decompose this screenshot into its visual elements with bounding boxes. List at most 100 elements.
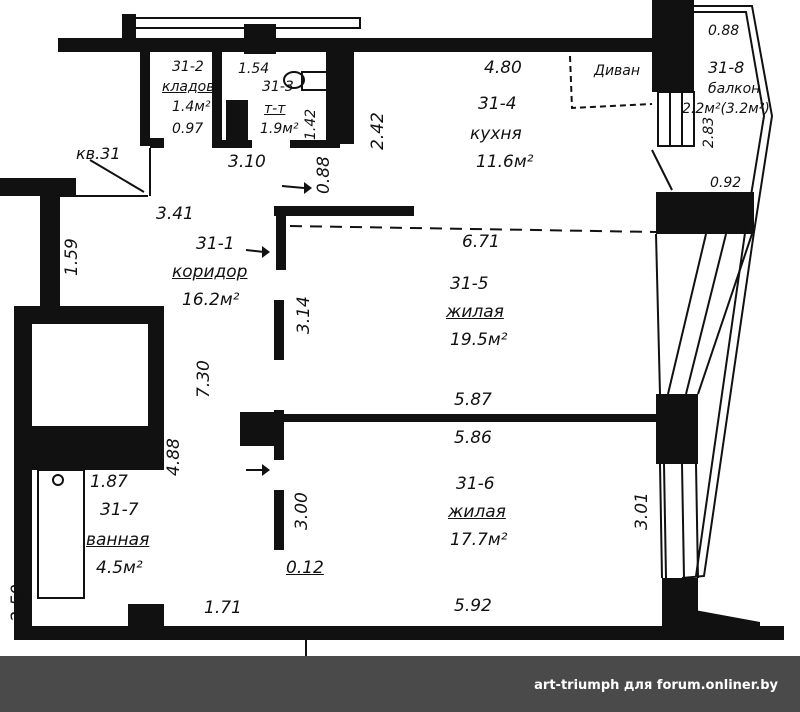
toilet-bowl bbox=[283, 71, 305, 89]
balcony-window-frame bbox=[657, 91, 695, 147]
wall-top-stub bbox=[129, 17, 361, 29]
dim-3-14: 3.14 bbox=[294, 296, 314, 334]
dim-3-00: 3.00 bbox=[292, 492, 312, 530]
dim-5-92: 5.92 bbox=[454, 596, 492, 616]
dim-1-71: 1.71 bbox=[204, 598, 242, 618]
dim-5-86: 5.86 bbox=[454, 428, 492, 448]
room5-right-line bbox=[655, 233, 661, 395]
wall-wc-bottom bbox=[212, 140, 252, 148]
dim-4-88: 4.88 bbox=[164, 438, 184, 476]
wall-entry-left bbox=[40, 178, 60, 310]
bathtub-drain bbox=[52, 474, 64, 486]
room-31-6-id: 31-6 bbox=[456, 474, 495, 494]
wall-bath-bottom-block bbox=[128, 604, 164, 628]
room-31-4-id: 31-4 bbox=[478, 94, 517, 114]
wall-partition-vertical-3 bbox=[274, 410, 284, 460]
door-arrow-1-shaft bbox=[281, 185, 305, 189]
wall-bath-mid bbox=[14, 426, 164, 470]
balcony-outline bbox=[681, 5, 774, 579]
wall-top bbox=[58, 38, 658, 52]
sofa-label: Диван bbox=[594, 63, 641, 79]
floor-plan bbox=[0, 0, 784, 656]
dim-1-42: 1.42 bbox=[303, 108, 319, 140]
dim-1-54: 1.54 bbox=[238, 61, 270, 77]
wall-pantry-right bbox=[212, 50, 222, 146]
door-arrow-3-head bbox=[262, 464, 270, 476]
wall-wc-right bbox=[326, 50, 354, 144]
apartment-label-leader bbox=[89, 159, 145, 193]
wall-pantry-left bbox=[140, 50, 150, 146]
room-31-2-area: 1.4м² bbox=[172, 99, 211, 115]
room-31-5-id: 31-5 bbox=[450, 274, 489, 294]
balcony-inner bbox=[694, 11, 766, 577]
room-31-7-area: 4.5м² bbox=[96, 558, 143, 578]
wall-column-mid bbox=[240, 412, 274, 446]
facade-line-1 bbox=[667, 233, 707, 395]
door-line-kitchen bbox=[289, 225, 657, 233]
facade-line-4 bbox=[663, 463, 667, 579]
wall-bath-top bbox=[14, 306, 164, 324]
dim-2-42: 2.42 bbox=[368, 112, 388, 150]
room-31-5-area: 19.5м² bbox=[450, 330, 508, 350]
door-arrow-2-head bbox=[262, 246, 270, 258]
room-31-7-name: ванная bbox=[86, 530, 150, 550]
dim-1-59: 1.59 bbox=[62, 238, 82, 276]
room-31-3-name: т-т bbox=[264, 101, 286, 117]
room-31-1-name: коридор bbox=[172, 262, 248, 282]
facade-line-6 bbox=[695, 463, 699, 579]
wall-column-right-1 bbox=[656, 192, 754, 234]
room-31-2-id: 31-2 bbox=[172, 59, 204, 75]
room-31-2-name: кладов. bbox=[162, 79, 219, 95]
room-31-3-id: 31-3 bbox=[262, 79, 294, 95]
facade-line-2 bbox=[685, 233, 727, 395]
wall-column-right-2 bbox=[656, 394, 698, 464]
door-arrow-2-shaft bbox=[245, 249, 265, 253]
room-31-8-name: балкон bbox=[708, 81, 761, 97]
dim-6-71: 6.71 bbox=[462, 232, 500, 252]
room-31-4-name: кухня bbox=[470, 124, 522, 144]
dim-0-12: 0.12 bbox=[286, 558, 324, 578]
dim-1-87: 1.87 bbox=[90, 472, 128, 492]
room-31-8-area: 2.2м²(3.2м²) bbox=[682, 101, 770, 117]
door-arrow-heads bbox=[262, 182, 312, 476]
room-31-7-id: 31-7 bbox=[100, 500, 139, 520]
balcony-divider bbox=[651, 149, 673, 191]
footer-bar: art-triumph для forum.onliner.by bbox=[0, 656, 800, 712]
room-31-3-area: 1.9м² bbox=[260, 121, 299, 137]
dim-0-88-top: 0.88 bbox=[708, 23, 740, 39]
dim-2-83: 2.83 bbox=[701, 116, 717, 148]
sofa-outline bbox=[569, 55, 653, 110]
footer-credit: art-triumph для forum.onliner.by bbox=[534, 678, 778, 693]
wall-room-divider bbox=[280, 414, 660, 422]
dim-3-01: 3.01 bbox=[632, 492, 652, 530]
wall-partition-vertical-4 bbox=[274, 490, 284, 550]
wall-wc-block bbox=[226, 100, 248, 140]
room-31-5-name: жилая bbox=[446, 302, 504, 322]
facade-line-5 bbox=[681, 463, 685, 579]
wall-bottom bbox=[14, 626, 784, 640]
dim-5-87: 5.87 bbox=[454, 390, 492, 410]
room-31-6-area: 17.7м² bbox=[450, 530, 508, 550]
dim-0-92: 0.92 bbox=[710, 175, 742, 191]
dim-2-50: 2.50 bbox=[8, 584, 28, 622]
dim-0-88-mid: 0.88 bbox=[314, 156, 334, 194]
room-31-1-id: 31-1 bbox=[196, 234, 235, 254]
dim-3-41: 3.41 bbox=[156, 204, 194, 224]
dim-4-80: 4.80 bbox=[484, 58, 522, 78]
wall-bath-left bbox=[14, 306, 32, 636]
wall-column-top-left bbox=[122, 14, 136, 52]
wall-kitchen-bottom bbox=[274, 206, 414, 216]
wall-column-top-right bbox=[652, 0, 694, 92]
dim-7-30: 7.30 bbox=[194, 360, 214, 398]
door-arrow-1-head bbox=[304, 182, 312, 194]
wall-partition-vertical-1 bbox=[276, 206, 286, 270]
dim-0-97: 0.97 bbox=[172, 121, 204, 137]
wall-kitchen-entry bbox=[290, 140, 340, 148]
wall-bottom-right-corner bbox=[662, 604, 760, 640]
room-31-8-id: 31-8 bbox=[708, 58, 745, 77]
wall-pantry-bottom bbox=[150, 138, 164, 148]
apartment-label: кв.31 bbox=[76, 144, 121, 163]
bathtub bbox=[37, 469, 85, 599]
room-31-1-area: 16.2м² bbox=[182, 290, 240, 310]
wall-entry-top bbox=[0, 178, 76, 196]
